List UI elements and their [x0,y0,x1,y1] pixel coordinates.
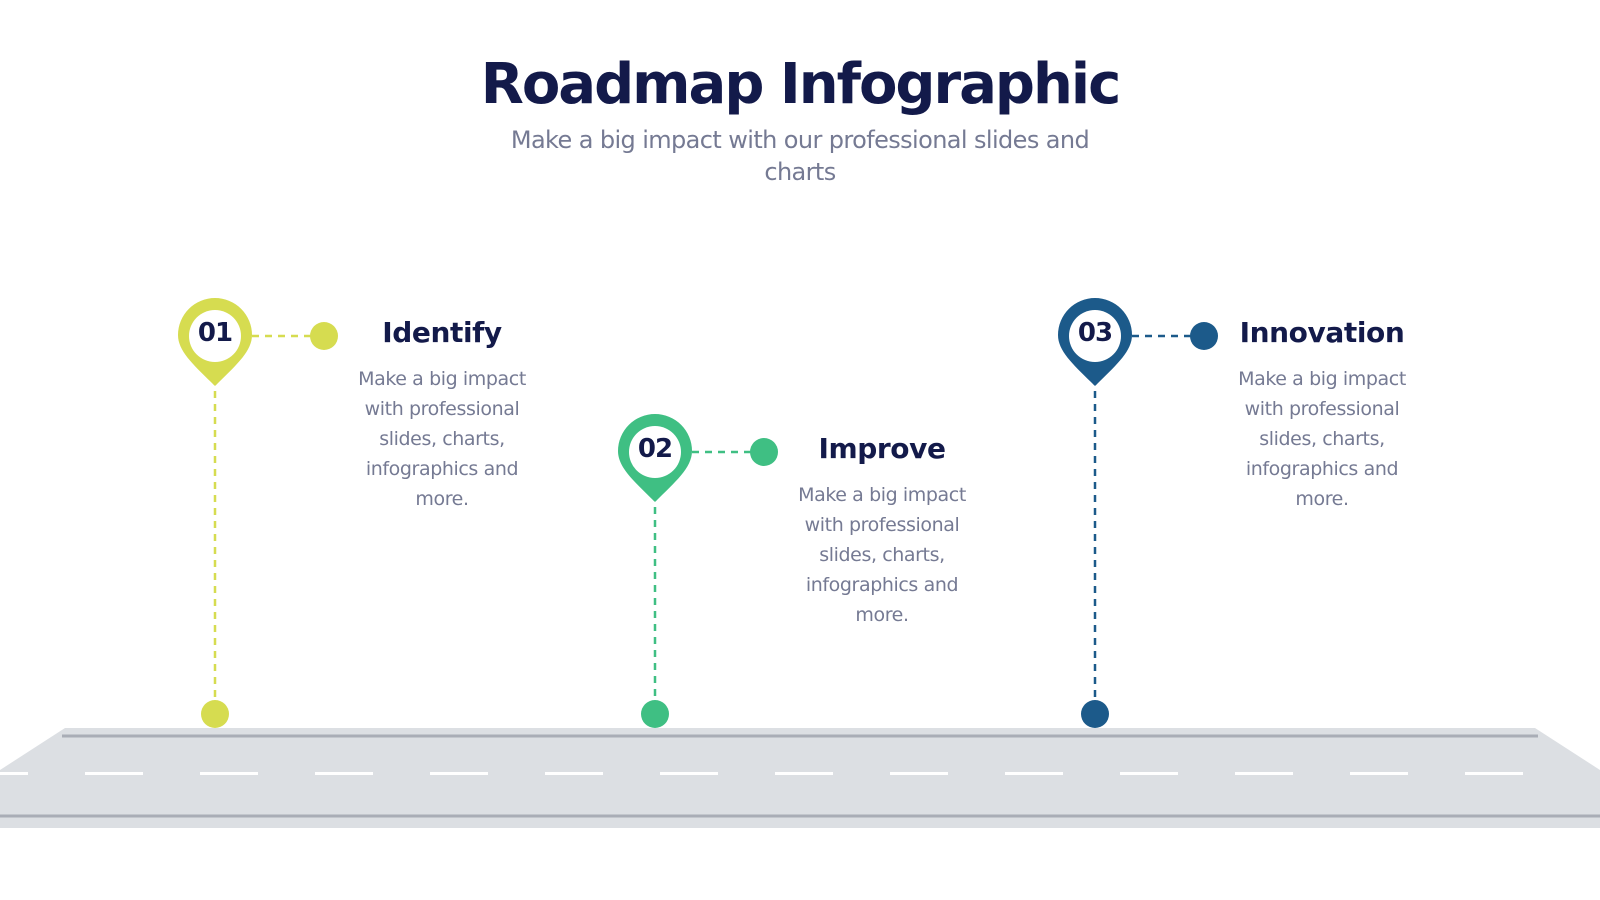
lane-dash [85,772,143,775]
road-surface [0,728,1600,828]
step-3-description: Make a big impact with professional slid… [1238,368,1406,510]
milestone-3-number: 03 [1077,318,1113,348]
lane-dash [430,772,488,775]
milestone-2-road-dot [641,700,669,728]
lane-dash [545,772,603,775]
milestone-3-road-dot [1081,700,1109,728]
lane-dash [200,772,258,775]
step-2-description: Make a big impact with professional slid… [798,484,966,626]
lane-dash [1465,772,1523,775]
milestone-3-connector-dot [1190,322,1218,350]
lane-dash [315,772,373,775]
lane-dash [1350,772,1408,775]
lane-dash [1120,772,1178,775]
milestone-2 [618,414,778,728]
lane-dash [1235,772,1293,775]
lane-dash [0,772,28,775]
road-icon [0,728,1600,828]
step-3-title: Innovation [1239,316,1405,349]
milestone-3 [1058,298,1218,728]
map-pin-inner [629,426,681,478]
page-title: Roadmap Infographic [480,52,1122,117]
map-pin-inner [1069,310,1121,362]
lane-markings [0,772,1523,775]
lane-dash [1005,772,1063,775]
step-2-title: Improve [818,432,946,465]
lane-dash [890,772,948,775]
milestone-1 [178,298,338,728]
milestone-2-number: 02 [637,434,673,464]
map-pin-inner [189,310,241,362]
page-subtitle: Make a big impact with our professional … [510,126,1090,186]
step-1-description: Make a big impact with professional slid… [358,368,526,510]
step-1-title: Identify [382,316,502,349]
lane-dash [775,772,833,775]
milestone-1-road-dot [201,700,229,728]
milestone-2-connector-dot [750,438,778,466]
milestone-1-number: 01 [197,318,233,348]
milestone-1-connector-dot [310,322,338,350]
lane-dash [660,772,718,775]
